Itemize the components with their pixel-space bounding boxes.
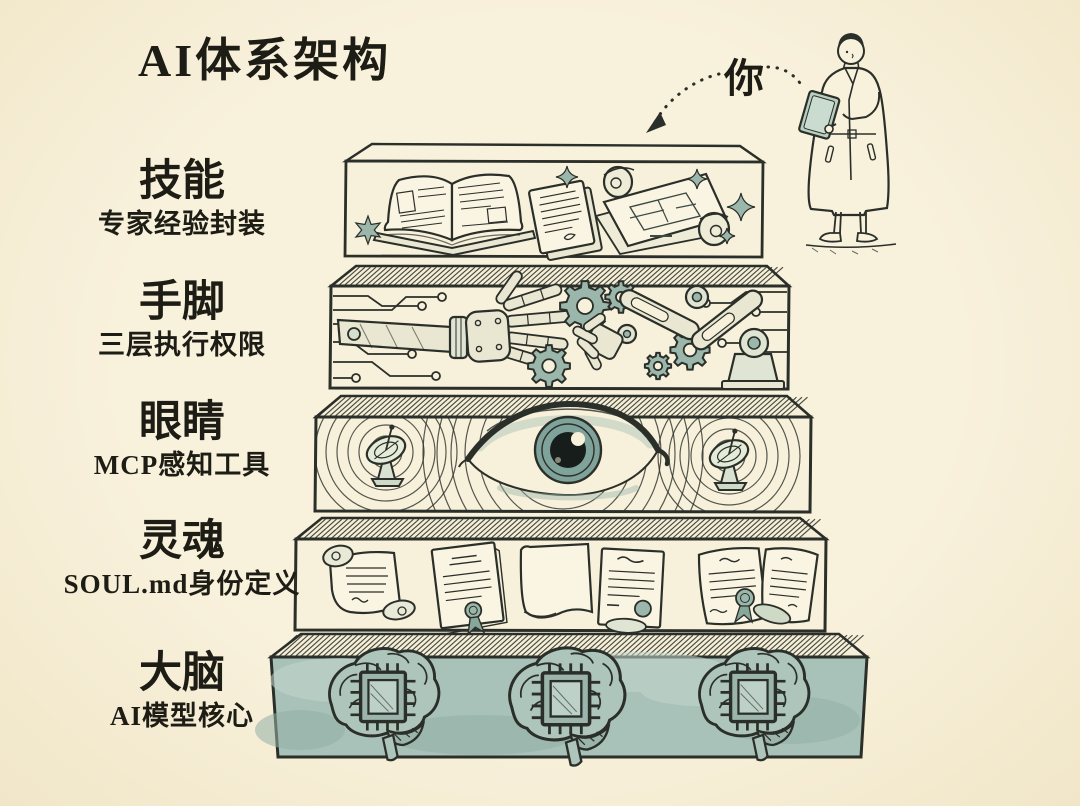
brain-chip-icon [508, 646, 627, 767]
satellite-dish-icon [365, 424, 407, 487]
person-with-tablet [798, 33, 897, 255]
label-skills: 技能 专家经验封装 [22, 160, 342, 238]
certificate-icon [597, 547, 665, 634]
scroll-pair-icon [697, 546, 819, 626]
label-brain: 大脑 AI模型核心 [22, 652, 342, 730]
layer-subtitle: MCP感知工具 [93, 450, 271, 480]
label-soul: 灵魂 SOUL.md身份定义 [22, 520, 342, 598]
sparkle-icons [354, 165, 756, 246]
layer-name: 眼睛 [139, 399, 225, 446]
parchment-icon [519, 542, 594, 619]
layer-box-soul [292, 516, 830, 636]
layer-subtitle: SOUL.md身份定义 [63, 569, 301, 599]
layer-subtitle: 专家经验封装 [98, 209, 266, 239]
booklet-icon [528, 179, 603, 261]
satellite-dish-icon [708, 428, 750, 491]
label-hands: 手脚 三层执行权限 [22, 281, 342, 359]
brain-chip-icon [328, 647, 441, 762]
open-book-icon [372, 173, 537, 257]
layer-name: 手脚 [139, 279, 225, 326]
layer-box-eyes [312, 394, 815, 514]
arrowhead-icon [646, 112, 666, 133]
layer-name: 技能 [139, 158, 225, 205]
layer-box-skills [341, 142, 767, 261]
layer-box-brain [255, 632, 871, 767]
layer-name: 大脑 [139, 650, 225, 697]
robot-hand-icon [336, 270, 573, 372]
layer-subtitle: AI模型核心 [109, 701, 254, 731]
you-label: 你 [724, 56, 764, 101]
layer-box-hands [327, 264, 793, 391]
you-arrow [646, 65, 804, 133]
eye-icon [458, 400, 670, 501]
brain-chip-icons [328, 646, 811, 767]
blueprint-scroll-icon [594, 165, 731, 256]
scroll-icon [322, 544, 416, 621]
layer-name: 灵魂 [139, 518, 225, 565]
label-eyes: 眼睛 MCP感知工具 [22, 401, 342, 479]
robot-arm-icon [572, 284, 785, 390]
satellite-dish-icons [365, 424, 750, 491]
diagram-title: AI体系架构 [138, 35, 392, 86]
brain-chip-icon [698, 647, 811, 762]
certificate-icon [430, 541, 508, 636]
layer-subtitle: 三层执行权限 [98, 330, 266, 360]
